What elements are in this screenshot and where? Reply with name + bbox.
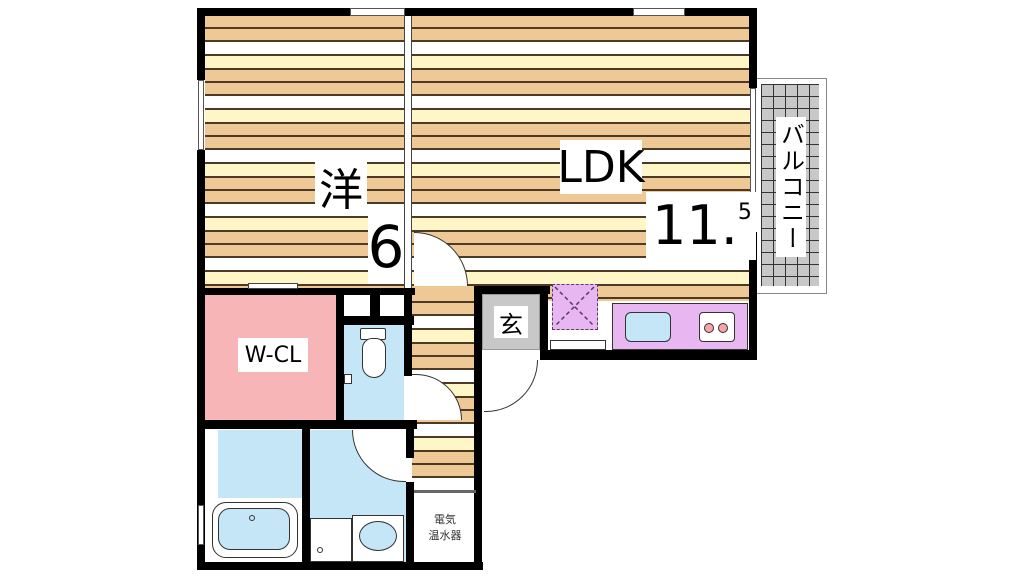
ldk-label-box: LDK — [557, 140, 645, 194]
tub-drain-icon — [249, 515, 255, 521]
wash-basin — [352, 515, 404, 562]
ldk-size: 11. — [652, 194, 738, 257]
balcony-label-box: バルコニー — [776, 117, 806, 257]
window-western-left — [198, 80, 204, 150]
x-mark-icon — [554, 286, 595, 327]
shoe-cabinet — [550, 340, 606, 350]
western-room-label: 洋 — [319, 165, 363, 216]
wall-right — [749, 8, 757, 88]
wall-entrance-top — [474, 286, 550, 294]
sink-icon — [625, 312, 671, 342]
water-heater-label-line2: 温水器 — [428, 529, 462, 542]
ldk-size-box: 11. 5 — [646, 192, 756, 260]
wall-storage-divider — [370, 288, 380, 316]
door-entrance[interactable] — [484, 360, 538, 412]
basin-bowl-icon — [359, 521, 397, 551]
washer-space — [310, 518, 352, 562]
wall-heater-top — [414, 490, 476, 493]
closet-opening — [248, 283, 298, 289]
wall-wcl-bottom — [197, 420, 417, 429]
water-heater-label: 電気 温水器 — [414, 512, 476, 544]
refrigerator-space — [552, 284, 598, 330]
wall-wash-right — [406, 428, 414, 458]
burner-icon-1 — [704, 323, 714, 333]
ldk-size-sup: 5 — [737, 200, 752, 225]
wall-mid-horizontal — [205, 288, 415, 295]
wall-toilet-right — [404, 288, 412, 376]
bathtub-icon — [212, 502, 298, 558]
entrance-label: 玄 — [499, 310, 523, 339]
bathroom — [218, 430, 302, 506]
wall-toilet-top — [336, 316, 414, 325]
wall-hall-right — [474, 288, 482, 570]
storage-box-2 — [380, 294, 404, 316]
wall-bottom — [197, 562, 483, 570]
water-heater-label-line1: 電気 — [434, 513, 456, 526]
ldk-label: LDK — [557, 141, 645, 193]
kitchen-counter — [612, 303, 748, 350]
western-room-label-box: 洋 — [315, 160, 367, 216]
burner-icon-2 — [718, 323, 728, 333]
wall-kitchen-bottom — [540, 350, 757, 360]
balcony: バルコニー — [755, 78, 827, 294]
wall-left-lower — [197, 150, 205, 568]
window-bath-left — [198, 505, 204, 545]
drain-icon — [317, 547, 323, 553]
toilet-bowl-icon — [362, 338, 386, 378]
storage-box-1 — [344, 294, 370, 316]
window-ldk-top — [633, 8, 685, 16]
window-western-top — [350, 8, 405, 16]
wcl-label-box: W-CL — [238, 338, 308, 372]
wall-top — [197, 8, 757, 16]
sliding-partition[interactable] — [404, 16, 412, 288]
wall-right-lower — [749, 232, 757, 360]
paper-holder — [344, 374, 352, 384]
balcony-label: バルコニー — [776, 122, 805, 252]
western-room-size: 6 — [367, 213, 405, 281]
wall-wash-right-lower — [406, 482, 414, 568]
wall-bath-divider — [302, 428, 310, 568]
stove-icon — [699, 312, 735, 342]
water-heater — [414, 495, 476, 562]
wall-left-upper — [197, 8, 205, 80]
wall-entrance-right — [540, 286, 548, 360]
bathtub-inner — [218, 508, 290, 550]
entrance-label-box: 玄 — [494, 306, 528, 339]
wall-wcl-right — [336, 288, 344, 428]
wcl-label: W-CL — [244, 342, 302, 368]
western-room-size-box: 6 — [368, 210, 404, 284]
